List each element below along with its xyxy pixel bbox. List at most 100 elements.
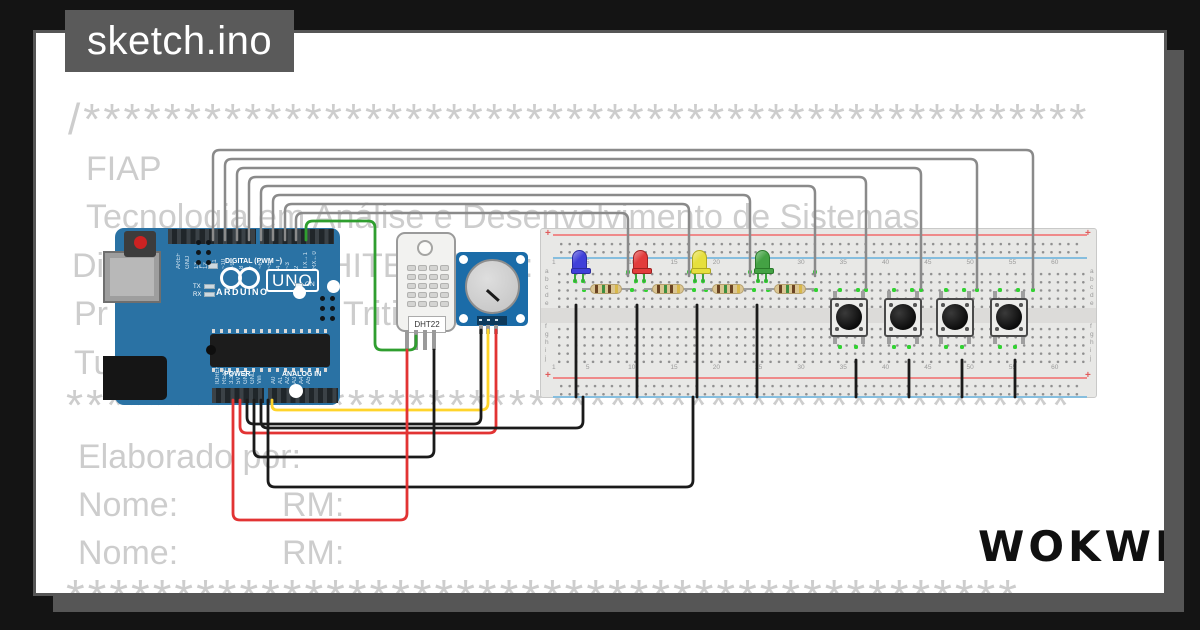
pushbutton-screw xyxy=(913,327,917,331)
pot-knob[interactable] xyxy=(465,259,520,314)
breadboard-row-letter: i xyxy=(1090,347,1092,354)
sketch-filename: sketch.ino xyxy=(87,18,273,63)
pushbutton-screw xyxy=(1019,327,1023,331)
pushbutton-screw xyxy=(965,303,969,307)
resistor-band xyxy=(723,285,727,293)
dht22-vent xyxy=(429,265,438,271)
icsp-pin xyxy=(196,260,201,265)
breadboard-bottom-plus-rail xyxy=(553,377,1087,379)
pushbutton-leg xyxy=(887,336,891,344)
resistor-band xyxy=(717,285,720,293)
comment-fragment: Nome: xyxy=(78,486,179,524)
digital-header-right[interactable] xyxy=(260,229,334,244)
pushbutton-screw xyxy=(859,303,863,307)
breadboard-row-letter: i xyxy=(545,347,547,354)
resistor[interactable] xyxy=(712,284,744,294)
digital-header-left[interactable] xyxy=(168,229,256,244)
comment-fragment: /***************************************… xyxy=(68,95,1090,144)
pushbutton-screw xyxy=(995,303,999,307)
chip-socket-top xyxy=(212,329,328,333)
connection-dot xyxy=(1016,288,1020,292)
connection-dot xyxy=(1013,345,1017,349)
pushbutton-leg xyxy=(1021,291,1025,299)
connection-dot xyxy=(907,345,911,349)
resistor[interactable] xyxy=(652,284,684,294)
dht22-vent xyxy=(429,283,438,289)
connection-dot xyxy=(998,345,1002,349)
dht22-vent xyxy=(418,274,427,280)
resistor[interactable] xyxy=(774,284,806,294)
pushbutton-screw xyxy=(941,327,945,331)
connection-dot xyxy=(892,345,896,349)
connection-dot xyxy=(998,288,1002,292)
connection-dot xyxy=(856,288,860,292)
pushbutton[interactable] xyxy=(936,298,974,337)
dht22-vent xyxy=(440,283,449,289)
pushbutton-screw xyxy=(835,303,839,307)
mounting-hole-1 xyxy=(293,286,306,299)
connection-dot xyxy=(962,288,966,292)
pushbutton-screw xyxy=(1019,303,1023,307)
pushbutton-leg xyxy=(915,336,919,344)
dht22-pin-vcc xyxy=(405,330,409,350)
dht22-vent xyxy=(440,274,449,280)
arduino-logo-circle-right xyxy=(238,267,260,289)
resistor-band xyxy=(792,285,795,293)
breadboard-column-number: 45 xyxy=(924,364,932,371)
dht22-vent xyxy=(429,274,438,280)
breadboard-row-letter: e xyxy=(1090,300,1094,307)
connection-dot xyxy=(838,345,842,349)
rx-label: RX xyxy=(193,292,202,298)
pushbutton[interactable] xyxy=(884,298,922,337)
icsp-pin xyxy=(330,306,335,311)
digital-pin-label: GND xyxy=(185,255,191,269)
connection-dot xyxy=(892,288,896,292)
card-content: /***************************************… xyxy=(36,33,1164,594)
connection-dot xyxy=(644,288,648,292)
digital-pin-label: TX→1 xyxy=(303,251,309,269)
dht22-sensor[interactable]: DHT22 xyxy=(396,232,456,333)
pot-pin-gnd xyxy=(479,325,483,334)
connection-dot xyxy=(692,288,696,292)
digital-pin-label: ~10 xyxy=(221,258,227,269)
connection-dot xyxy=(752,288,756,292)
pushbutton-leg xyxy=(915,291,919,299)
breadboard-column-number: 25 xyxy=(755,364,763,371)
resistor[interactable] xyxy=(590,284,622,294)
power-header[interactable] xyxy=(212,388,264,403)
pushbutton-leg xyxy=(1021,336,1025,344)
breadboard-row-letter: j xyxy=(545,355,547,362)
pushbutton-leg xyxy=(993,291,997,299)
potentiometer[interactable] xyxy=(456,252,528,334)
pot-pin-vcc xyxy=(494,325,498,334)
comment-fragment: FIAP xyxy=(86,150,162,188)
digital-pin-label: 4 xyxy=(276,265,282,269)
led-rx xyxy=(204,292,215,297)
dht22-vent xyxy=(407,301,416,307)
breadboard-column-number: 55 xyxy=(1008,364,1017,371)
dht22-pin-gnd xyxy=(432,330,436,350)
breadboard-row-letter: f xyxy=(545,323,547,330)
dht22-vent xyxy=(418,292,427,298)
pushbutton-leg xyxy=(939,291,943,299)
pushbutton-screw xyxy=(889,327,893,331)
usb-connector-inner xyxy=(110,258,154,296)
resistor-band xyxy=(670,285,673,293)
pushbutton-screw xyxy=(889,303,893,307)
breadboard-column-number: 60 xyxy=(1051,364,1059,371)
resistor-band xyxy=(779,285,782,293)
pot-screw-tr xyxy=(516,255,525,264)
analog-header[interactable] xyxy=(268,388,338,403)
breadboard-plus-sign: + xyxy=(1085,370,1091,381)
comment-fragment: Di xyxy=(72,247,105,285)
icsp-pin xyxy=(206,260,211,265)
icsp-pin xyxy=(320,316,325,321)
pushbutton-leg xyxy=(861,291,865,299)
breadboard-column-number: 35 xyxy=(839,364,847,371)
pushbutton[interactable] xyxy=(990,298,1028,337)
icsp-pin xyxy=(206,240,211,245)
resistor-band xyxy=(785,285,789,293)
pushbutton[interactable] xyxy=(830,298,868,337)
